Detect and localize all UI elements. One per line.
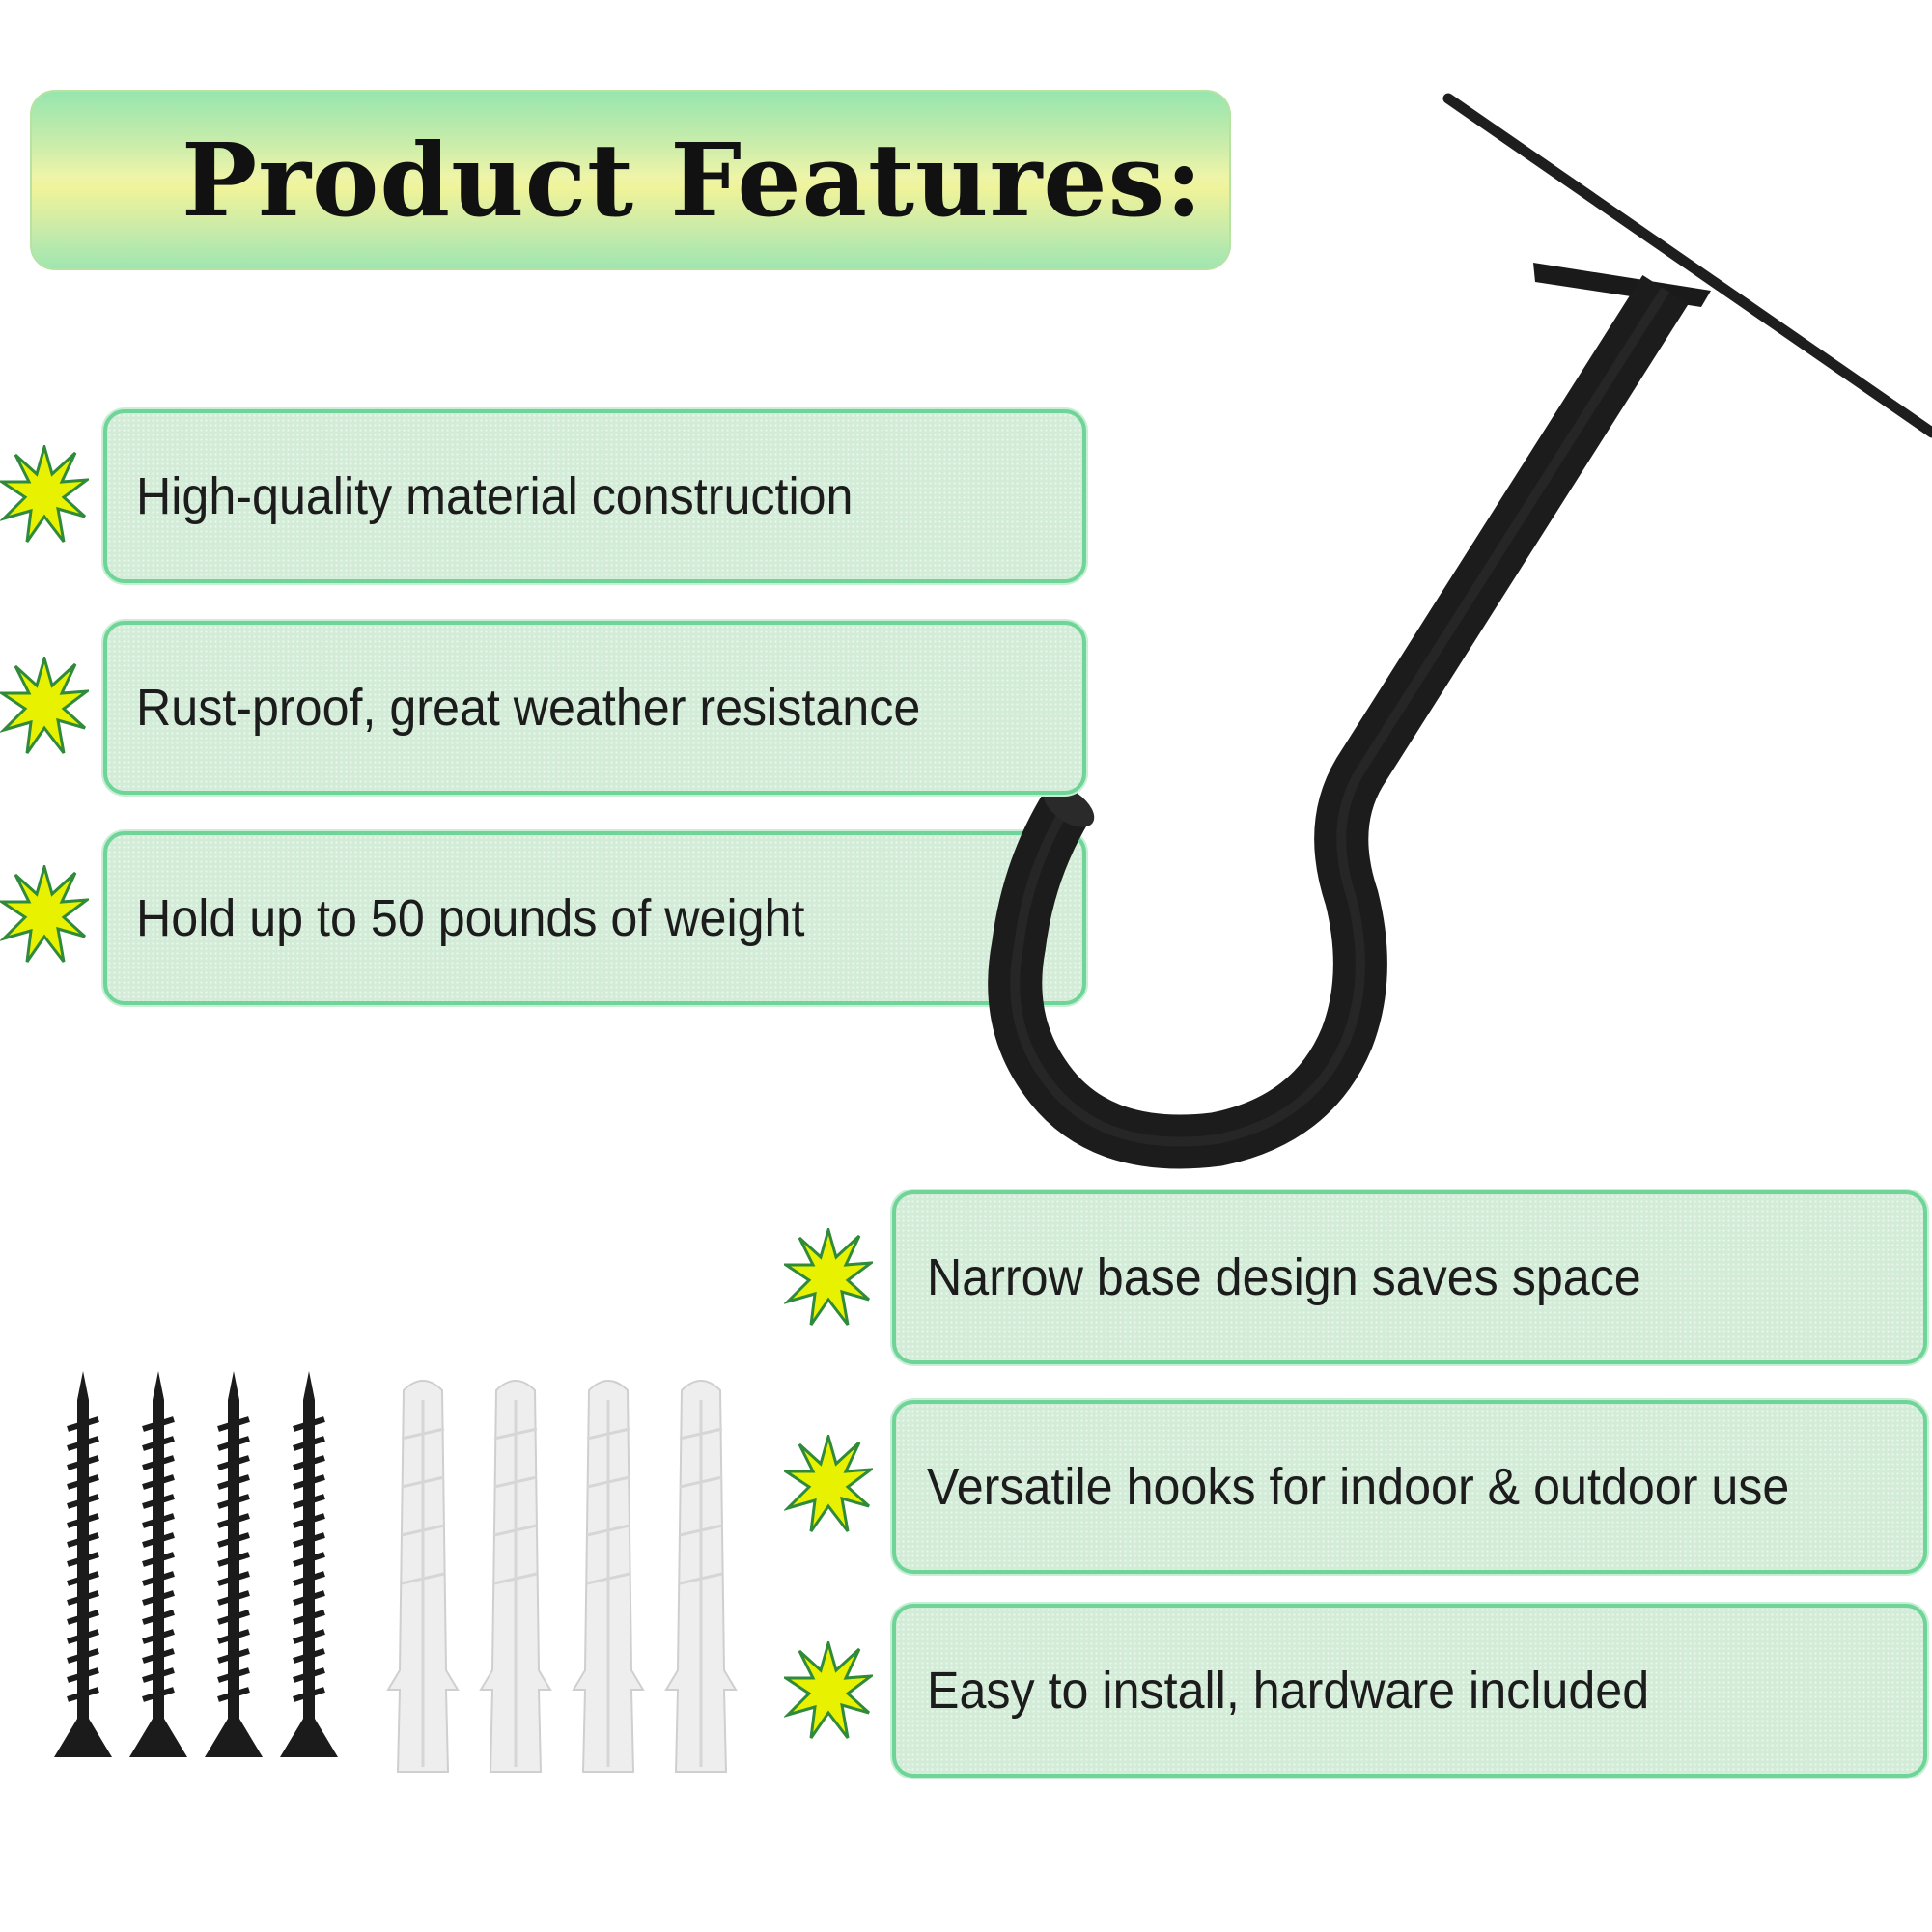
feature-label: High-quality material construction <box>136 467 854 525</box>
wall-anchor <box>479 1379 552 1774</box>
feature-label: Hold up to 50 pounds of weight <box>136 889 805 947</box>
feature-label: Easy to install, hardware included <box>927 1662 1650 1720</box>
screws-and-anchors-image <box>39 1361 738 1774</box>
feature-box: Narrow base design saves space <box>892 1190 1927 1364</box>
page-title: Product Features: <box>182 120 1204 239</box>
screw <box>205 1371 263 1757</box>
starburst-icon <box>0 865 89 963</box>
wall-anchor <box>572 1379 645 1774</box>
screw <box>129 1371 187 1757</box>
feature-box: Rust-proof, great weather resistance <box>103 621 1086 795</box>
screw <box>280 1371 338 1757</box>
feature-box: Hold up to 50 pounds of weight <box>103 831 1086 1005</box>
wall-anchor <box>386 1379 460 1774</box>
feature-label: Rust-proof, great weather resistance <box>136 679 921 737</box>
starburst-icon <box>0 657 89 754</box>
feature-box: Versatile hooks for indoor & outdoor use <box>892 1400 1927 1574</box>
screw <box>54 1371 112 1757</box>
feature-box: High-quality material construction <box>103 409 1086 583</box>
feature-label: Versatile hooks for indoor & outdoor use <box>927 1458 1790 1516</box>
starburst-icon <box>784 1435 873 1532</box>
wall-anchor <box>664 1379 738 1774</box>
title-banner: Product Features: <box>30 90 1231 270</box>
starburst-icon <box>784 1641 873 1739</box>
feature-box: Easy to install, hardware included <box>892 1604 1927 1778</box>
feature-label: Narrow base design saves space <box>927 1248 1641 1306</box>
starburst-icon <box>0 445 89 543</box>
starburst-icon <box>784 1228 873 1326</box>
